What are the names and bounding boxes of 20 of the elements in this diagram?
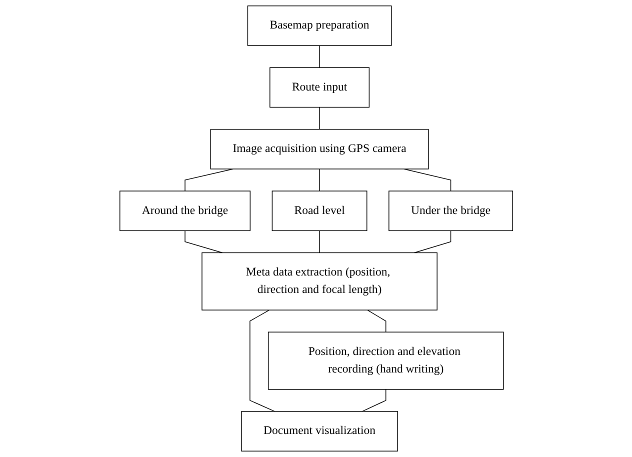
node-box: Under the bridge bbox=[388, 190, 513, 232]
node-box: Document visualization bbox=[240, 411, 398, 452]
connector bbox=[184, 230, 222, 254]
node-box: Meta data extraction (position, direction and focal length) bbox=[201, 252, 438, 310]
connector bbox=[318, 45, 320, 68]
connector bbox=[318, 230, 320, 254]
connector bbox=[403, 168, 451, 192]
connector bbox=[414, 230, 451, 254]
node-box: Route input bbox=[269, 67, 370, 108]
node-box: Image acquisition using GPS camera bbox=[210, 128, 429, 170]
node-box: Basemap preparation bbox=[247, 6, 392, 46]
node-box: Position, direction and elevation recording (hand writing) bbox=[268, 332, 504, 390]
node-box: Around the bridge bbox=[119, 190, 250, 232]
connector bbox=[249, 310, 275, 412]
node-box: Road level bbox=[272, 190, 367, 232]
connector bbox=[362, 389, 386, 412]
connector bbox=[318, 106, 320, 130]
connector bbox=[366, 310, 386, 332]
connector bbox=[184, 168, 234, 192]
connector bbox=[318, 168, 320, 192]
